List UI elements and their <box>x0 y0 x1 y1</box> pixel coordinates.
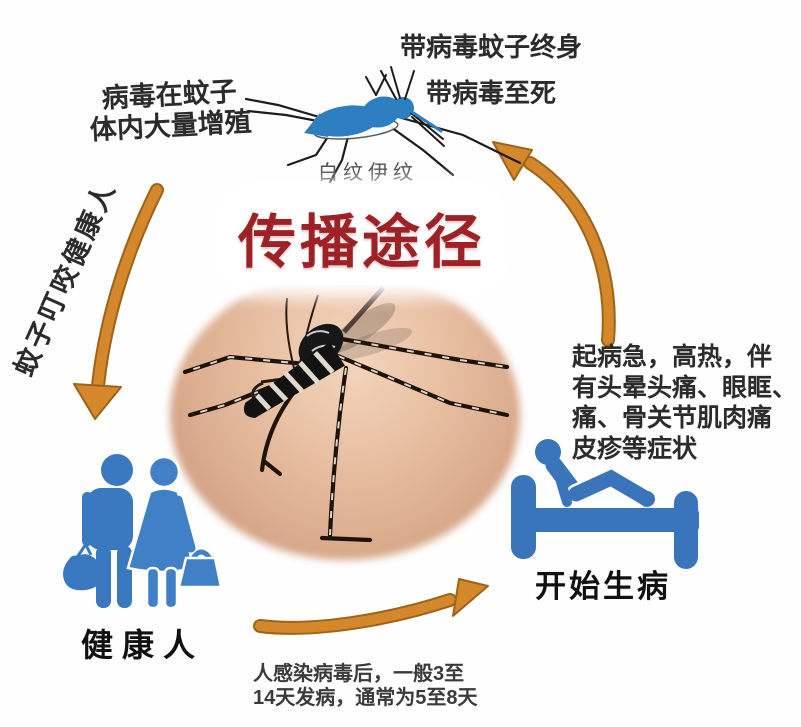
blue-mosquito-illustration <box>244 66 522 184</box>
handbag-icon <box>177 556 223 589</box>
shopping-bag-icon <box>63 554 103 591</box>
mosquito-species-label: 白纹伊纹 <box>318 162 418 184</box>
healthy-couple-icon <box>63 454 223 610</box>
mosquito-wing-edge <box>342 286 385 334</box>
healthy-people-label: 健康人 <box>80 627 204 663</box>
page-title: 传播途径 <box>203 193 521 285</box>
man-figure <box>63 454 133 608</box>
note-line: 带病毒蚊子终身 <box>399 32 582 62</box>
note-line: 痛、骨关节肌肉痛 <box>572 404 773 432</box>
note-line: 皮疹等症状 <box>572 434 698 463</box>
blue-mosquito-body <box>304 96 414 137</box>
note-line: 带病毒至死 <box>425 78 556 108</box>
blue-mosquito-antennae <box>365 66 415 100</box>
note-virus-multiplies: 病毒在蚊子 体内大量增殖 <box>59 74 282 147</box>
note-line: 起病急，高热，伴 <box>572 343 773 371</box>
mosquito-antennae <box>285 294 319 369</box>
person-in-bed-icon <box>511 439 699 569</box>
blue-mosquito-mouthparts <box>407 108 445 147</box>
note-line: 14天发病，通常为5至8天 <box>253 687 478 709</box>
thorax-white-stripes <box>306 330 336 352</box>
bed-frame <box>511 475 699 569</box>
arrow-mosquito-to-healthy <box>73 183 164 420</box>
note-lifelong-carrier: 带病毒蚊子终身 带病毒至死 <box>385 24 597 116</box>
note-incubation-period: 人感染病毒后，一般3至 14天发病，通常为5至8天 <box>253 662 518 710</box>
skin-photo-background <box>170 270 520 560</box>
note-line: 有头晕头痛、眼眶、 <box>572 373 798 402</box>
note-symptoms: 起病急，高热，伴 有头晕头痛、眼眶、 痛、骨关节肌肉痛 皮疹等症状 <box>572 342 801 464</box>
mosquito-abdomen <box>243 342 345 419</box>
reclining-person <box>535 439 655 507</box>
arrow-sick-to-mosquito <box>492 141 616 347</box>
arrow-healthy-to-sick <box>253 578 489 635</box>
note-line: 人感染病毒后，一般3至 <box>253 663 465 685</box>
mosquito-leg-stripes <box>184 337 508 536</box>
woman-figure <box>126 455 223 610</box>
tiger-mosquito-photo-icon <box>182 286 510 543</box>
getting-sick-label: 开始生病 <box>535 569 671 604</box>
